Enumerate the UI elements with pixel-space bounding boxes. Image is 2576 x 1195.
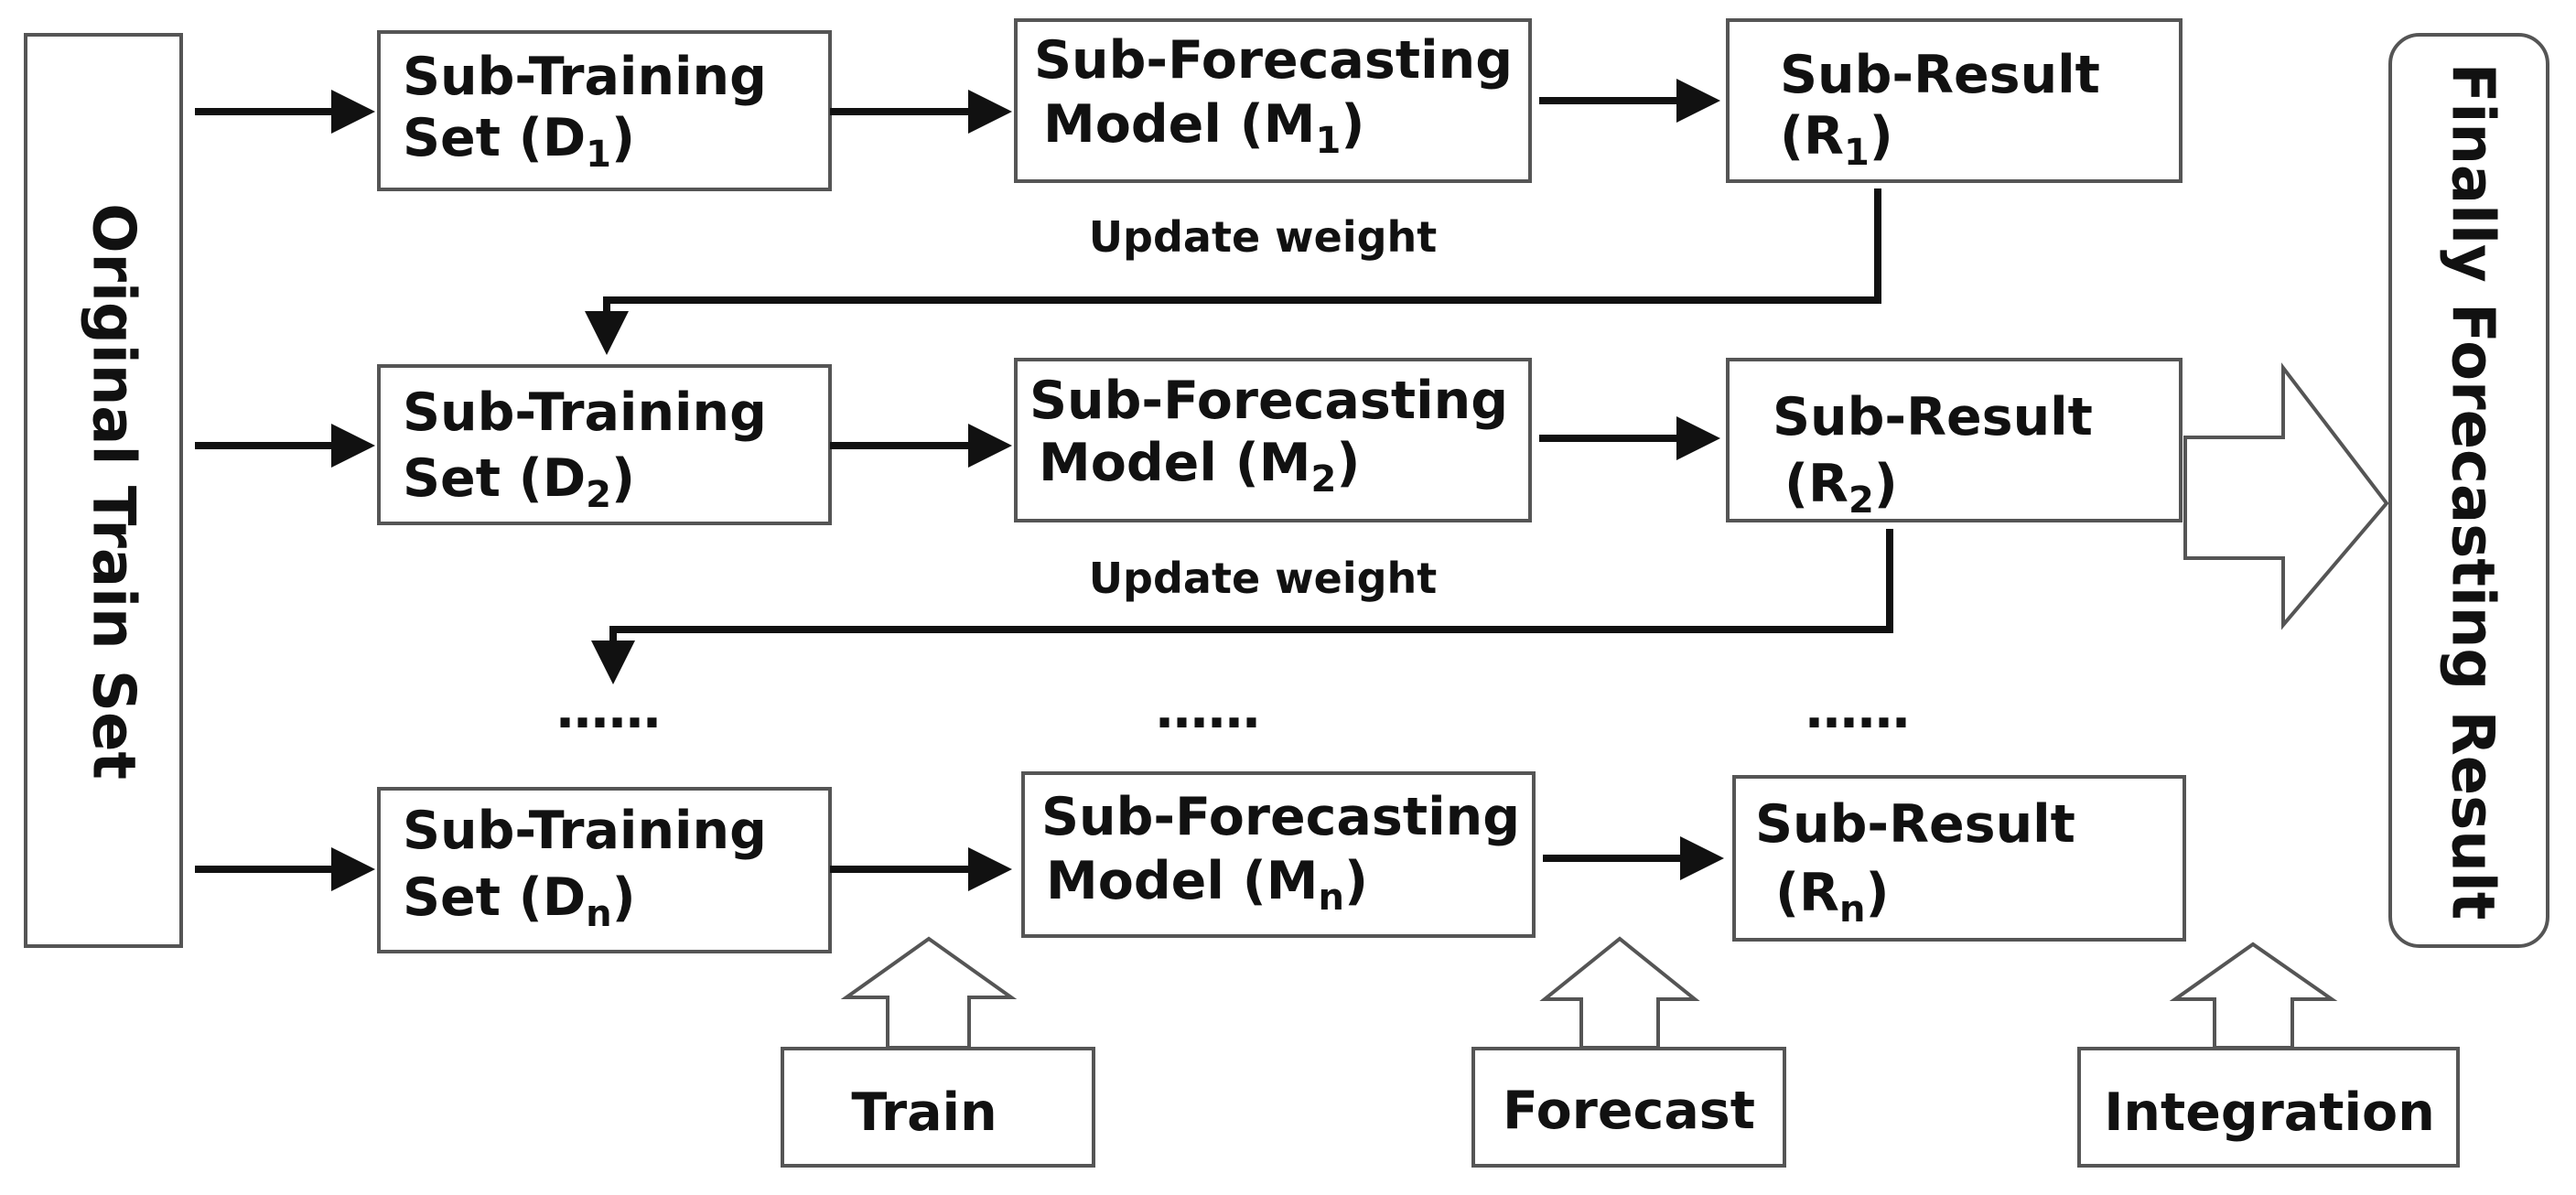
sub-result-n-line1: Sub-Result — [1755, 794, 2075, 855]
update-weight-label-1: Update weight — [1089, 212, 1438, 262]
forecasting-model-n-line2: Model (Mn) — [1046, 851, 1368, 919]
update-weight-arrow-1 — [585, 188, 1881, 355]
sub-result-n-line2: (Rn) — [1775, 863, 1890, 931]
sub-result-1-line2: (R1) — [1780, 106, 1893, 174]
sub-result-1-line1: Sub-Result — [1780, 45, 2100, 105]
forecasting-model-box-n — [1021, 771, 1536, 938]
training-set-n-line1: Sub-Training — [403, 801, 767, 861]
train-up-arrow — [840, 936, 1018, 1050]
integration-stage-box — [2077, 1047, 2460, 1168]
update-weight-label-2: Update weight — [1089, 554, 1438, 603]
integration-to-final-arrow — [2183, 362, 2389, 630]
forecasting-model-1-line2: Model (M1) — [1043, 94, 1364, 162]
integration-stage-label: Integration — [2104, 1082, 2435, 1143]
training-set-1-line1: Sub-Training — [403, 47, 767, 107]
forecasting-model-box-2 — [1014, 358, 1532, 522]
update-weight-arrow-2 — [591, 529, 1893, 684]
forecasting-model-2-line1: Sub-Forecasting — [1029, 371, 1508, 431]
training-set-box-1 — [377, 30, 832, 191]
forecasting-model-box-1 — [1014, 18, 1532, 183]
final-result-label: Finally Forecasting Result — [2438, 63, 2506, 920]
final-result-box — [2388, 33, 2549, 948]
ellipsis-result-column: …… — [1805, 680, 1910, 740]
forecast-up-arrow — [1539, 936, 1700, 1050]
sub-result-box-1 — [1726, 18, 2183, 183]
training-set-2-line1: Sub-Training — [403, 382, 767, 443]
forecasting-model-1-line1: Sub-Forecasting — [1034, 30, 1513, 91]
sub-result-2-line2: (R2) — [1784, 454, 1898, 522]
train-stage-label: Train — [851, 1082, 997, 1143]
original-train-set-box — [24, 33, 183, 948]
sub-result-box-2 — [1726, 358, 2183, 522]
train-stage-box — [781, 1047, 1095, 1168]
sub-result-box-n — [1732, 775, 2186, 942]
training-set-box-n — [377, 787, 832, 953]
forecasting-model-n-line1: Sub-Forecasting — [1041, 787, 1520, 847]
training-set-n-line2: Set (Dn) — [403, 867, 636, 935]
ellipsis-model-column: …… — [1156, 680, 1260, 740]
forecast-stage-box — [1471, 1047, 1786, 1168]
training-set-2-line2: Set (D2) — [403, 448, 635, 516]
original-train-set-label: Original Train Set — [79, 203, 146, 780]
integration-up-arrow — [2169, 942, 2338, 1050]
sub-result-2-line1: Sub-Result — [1773, 387, 2093, 447]
forecast-stage-label: Forecast — [1503, 1081, 1755, 1141]
training-set-1-line2: Set (D1) — [403, 108, 635, 176]
ellipsis-training-column: …… — [556, 680, 661, 740]
forecasting-model-2-line2: Model (M2) — [1039, 433, 1360, 501]
